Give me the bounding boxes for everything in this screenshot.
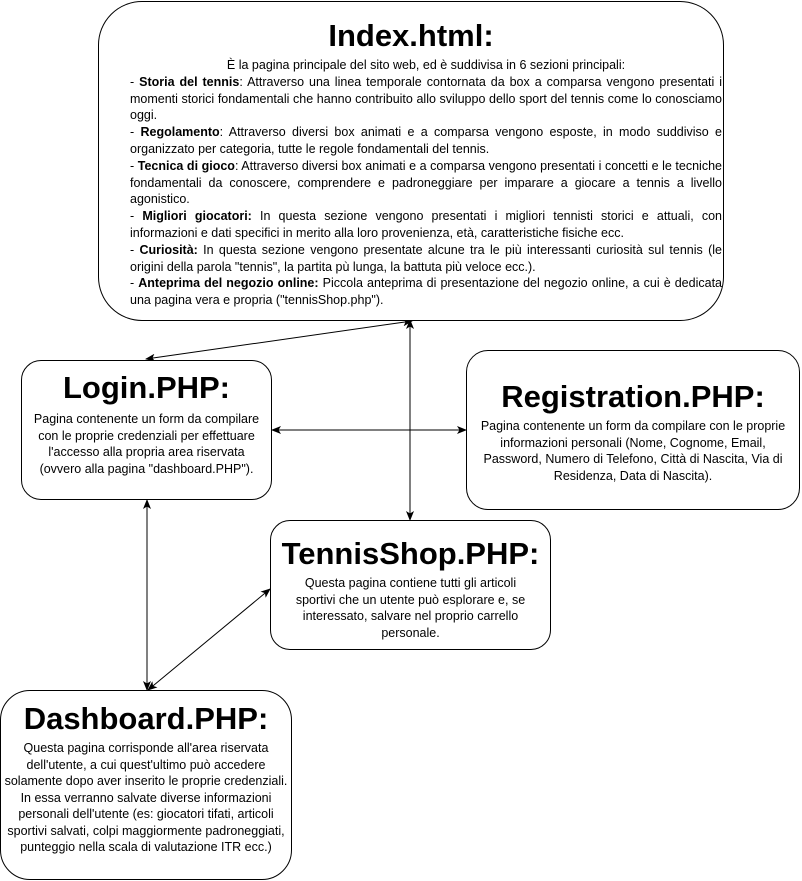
edge-dashboard-tennisshop	[147, 588, 271, 691]
node-tennisshop-description: Questa pagina contiene tutti gli articol…	[295, 576, 526, 640]
index-section-negozio: - Anteprima del negozio online: Piccola …	[130, 276, 722, 308]
node-tennisshop-title: TennisShop.PHP:	[281, 536, 540, 571]
node-registration: Registration.PHP: Pagina contenente un f…	[466, 350, 800, 510]
node-dashboard: Dashboard.PHP: Questa pagina corrisponde…	[0, 690, 292, 880]
node-index: Index.html: È la pagina principale del s…	[98, 1, 724, 321]
edge-index-login	[145, 318, 413, 362]
node-index-body: È la pagina principale del sito web, ed …	[130, 57, 722, 309]
node-registration-description: Pagina contenente un form da compilare c…	[480, 419, 786, 483]
node-dashboard-description: Questa pagina corrisponde all'area riser…	[4, 741, 288, 854]
index-section-regolamento: - Regolamento: Attraverso diversi box an…	[130, 125, 722, 156]
node-registration-title: Registration.PHP:	[501, 379, 765, 414]
node-login: Login.PHP: Pagina contenente un form da …	[21, 360, 272, 500]
index-section-curiosita: - Curiosità: In questa sezione vengono p…	[130, 242, 723, 274]
node-tennisshop: TennisShop.PHP: Questa pagina contiene t…	[270, 520, 551, 650]
index-section-tecnica: - Tecnica di gioco: Attraverso diversi b…	[130, 158, 722, 207]
node-login-description: Pagina contenente un form da compilare c…	[33, 412, 260, 476]
node-index-title: Index.html:	[328, 18, 494, 53]
index-section-giocatori: - Migliori giocatori: In questa sezione …	[130, 209, 722, 240]
node-index-intro: È la pagina principale del sito web, ed …	[226, 58, 626, 72]
index-section-storia: - Storia del tennis: Attraverso una line…	[130, 74, 722, 123]
node-dashboard-title: Dashboard.PHP:	[23, 701, 269, 736]
node-login-title: Login.PHP:	[62, 370, 231, 405]
